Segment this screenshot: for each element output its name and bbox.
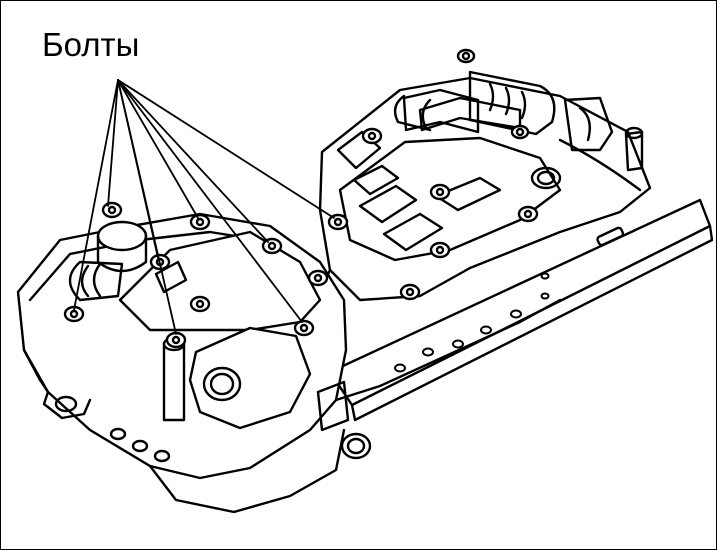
bolts (63, 48, 539, 349)
bolt-icon (429, 241, 451, 259)
bolt-icon (165, 331, 187, 349)
bolt-icon (361, 127, 383, 145)
bolt-icon (399, 283, 421, 301)
bolt-icon (293, 319, 315, 337)
bolt-icon (517, 205, 539, 223)
bolt-icon (456, 48, 476, 64)
bolt-icon (101, 201, 123, 219)
callout-leader-lines (73, 79, 335, 335)
bolts-callout-label: Болты (42, 26, 140, 63)
bolt-icon (149, 253, 171, 271)
bolt-icon (429, 183, 451, 201)
upper-valve-body (314, 70, 652, 342)
bolt-icon (307, 269, 329, 287)
bolt-icon (510, 124, 530, 140)
bolt-icon (261, 237, 283, 255)
bolt-icon (189, 213, 211, 231)
bolt-icon (189, 295, 211, 313)
